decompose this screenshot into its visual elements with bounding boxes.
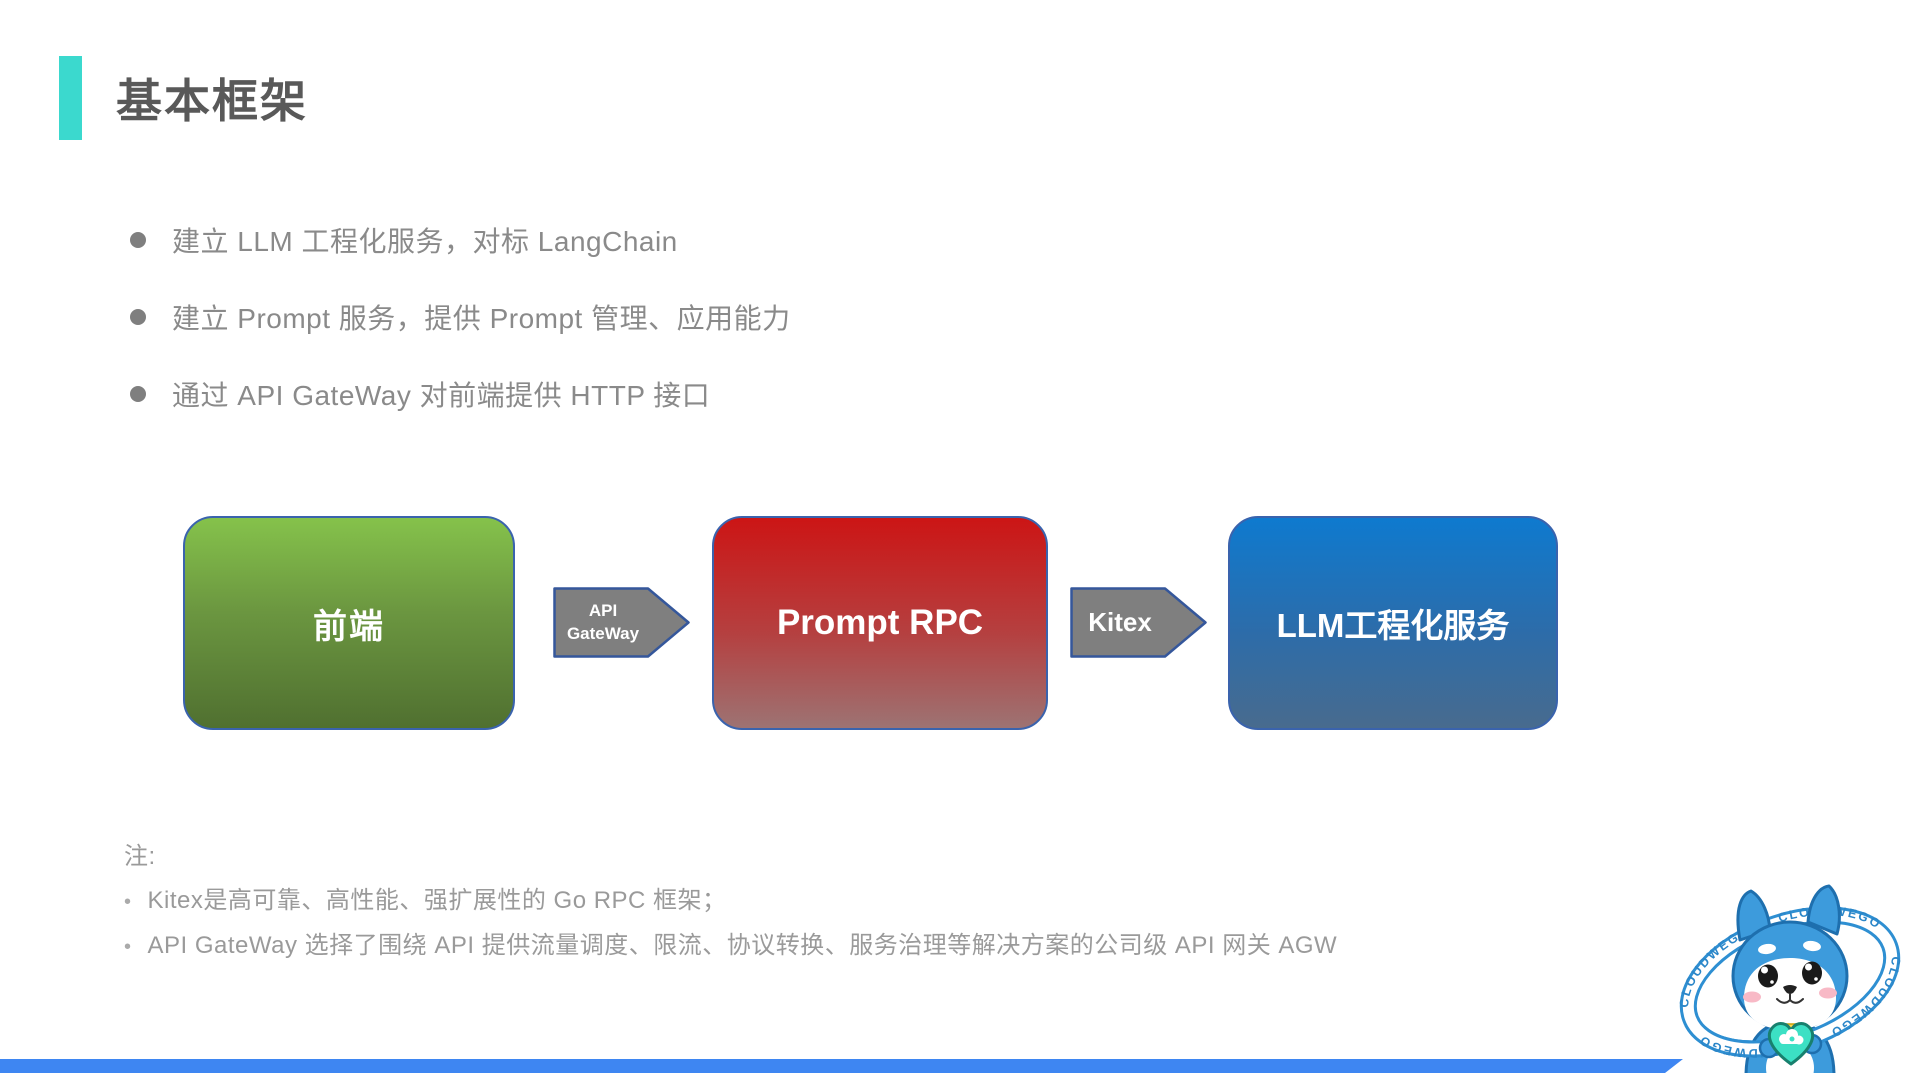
diagram-node-prompt-rpc: Prompt RPC: [712, 516, 1048, 730]
diagram-node-llm-service: LLM工程化服务: [1228, 516, 1558, 730]
notes-heading: 注:: [124, 843, 156, 870]
mascot-heart: [1758, 1022, 1823, 1066]
connector-label: API GateWay: [553, 587, 653, 658]
bullet-dot-icon: [130, 309, 146, 325]
connector-label-line: Kitex: [1088, 607, 1152, 637]
note-item: • API GateWay 选择了围绕 API 提供流量调度、限流、协议转换、服…: [124, 932, 1337, 961]
page-title: 基本框架: [116, 75, 308, 127]
node-label: LLM工程化服务: [1276, 607, 1510, 644]
bullet-item: 通过 API GateWay 对前端提供 HTTP 接口: [130, 366, 791, 422]
note-bullet-icon: •: [124, 936, 132, 958]
title-accent-bar: [59, 56, 82, 140]
note-item: • Kitex是高可靠、高性能、强扩展性的 Go RPC 框架；: [124, 887, 1337, 916]
note-bullet-icon: •: [124, 891, 132, 913]
connector-label-line: GateWay: [566, 623, 640, 643]
node-label: 前端: [313, 607, 385, 646]
bullet-dot-icon: [130, 232, 146, 248]
connector-api-gateway: API GateWay: [553, 587, 690, 658]
cloudwego-mascot-logo: CLOUDWEGO CLOUDWEGO CLOUDWEGO CLOUDWEGO: [1672, 878, 1906, 1073]
connector-label-line: API: [588, 600, 618, 620]
connector-kitex: Kitex: [1070, 587, 1207, 658]
slide-header: 基本框架: [59, 56, 308, 140]
bottom-accent-bar: [0, 1059, 1683, 1073]
notes-section: 注: • Kitex是高可靠、高性能、强扩展性的 Go RPC 框架； • AP…: [124, 836, 1337, 977]
diagram-node-frontend: 前端: [183, 516, 515, 730]
arrow-right-icon: [553, 587, 690, 658]
bullet-list: 建立 LLM 工程化服务，对标 LangChain 建立 Prompt 服务，提…: [130, 212, 791, 443]
note-text: Kitex是高可靠、高性能、强扩展性的 Go RPC 框架；: [147, 887, 727, 914]
connector-label: Kitex: [1070, 587, 1170, 658]
bullet-item: 建立 Prompt 服务，提供 Prompt 管理、应用能力: [130, 289, 791, 345]
bullet-text: 建立 LLM 工程化服务，对标 LangChain: [172, 226, 678, 257]
arrow-right-icon: [1070, 587, 1207, 658]
note-text: API GateWay 选择了围绕 API 提供流量调度、限流、协议转换、服务治…: [147, 932, 1338, 959]
bullet-dot-icon: [130, 386, 146, 402]
node-label: Prompt RPC: [776, 603, 984, 642]
bullet-item: 建立 LLM 工程化服务，对标 LangChain: [130, 212, 791, 268]
bullet-text: 建立 Prompt 服务，提供 Prompt 管理、应用能力: [172, 303, 791, 334]
bullet-text: 通过 API GateWay 对前端提供 HTTP 接口: [172, 380, 711, 411]
